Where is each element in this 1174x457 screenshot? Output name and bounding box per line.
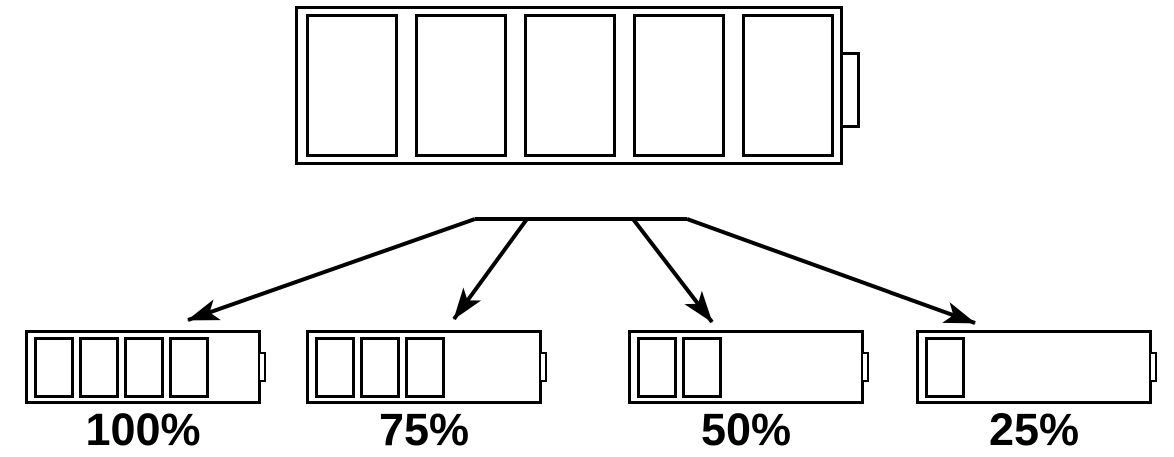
battery-cell — [633, 14, 725, 157]
battery-25-percent — [916, 330, 1157, 404]
battery-cell — [306, 14, 398, 157]
arrow-to-75-percent — [452, 217, 529, 321]
label-50-percent: 50% — [700, 404, 792, 455]
battery-50-percent — [628, 330, 869, 404]
battery-cell — [124, 336, 164, 398]
battery-50-terminal — [861, 352, 869, 382]
battery-cell — [682, 336, 722, 398]
battery-cell — [79, 336, 119, 398]
label-100-percent: 100% — [85, 404, 201, 455]
main-battery-terminal — [840, 52, 860, 128]
battery-cell — [34, 336, 74, 398]
battery-25-terminal — [1149, 352, 1157, 382]
arrow-to-50-percent — [631, 217, 714, 324]
battery-cell — [415, 14, 507, 157]
battery-75-terminal — [539, 352, 547, 382]
battery-100-percent — [25, 330, 266, 404]
battery-cell — [360, 336, 400, 398]
battery-cell — [742, 14, 834, 157]
arrow-to-25-percent — [686, 217, 976, 325]
battery-cell — [524, 14, 616, 157]
label-25-percent: 25% — [988, 404, 1080, 455]
battery-cell — [405, 336, 445, 398]
arrow-to-100-percent — [187, 217, 476, 322]
battery-cell — [925, 336, 965, 398]
battery-cell — [169, 336, 209, 398]
battery-cell — [315, 336, 355, 398]
battery-100-terminal — [258, 352, 266, 382]
battery-cell — [637, 336, 677, 398]
label-75-percent: 75% — [378, 404, 470, 455]
main-battery — [295, 6, 860, 165]
battery-75-percent — [306, 330, 547, 404]
